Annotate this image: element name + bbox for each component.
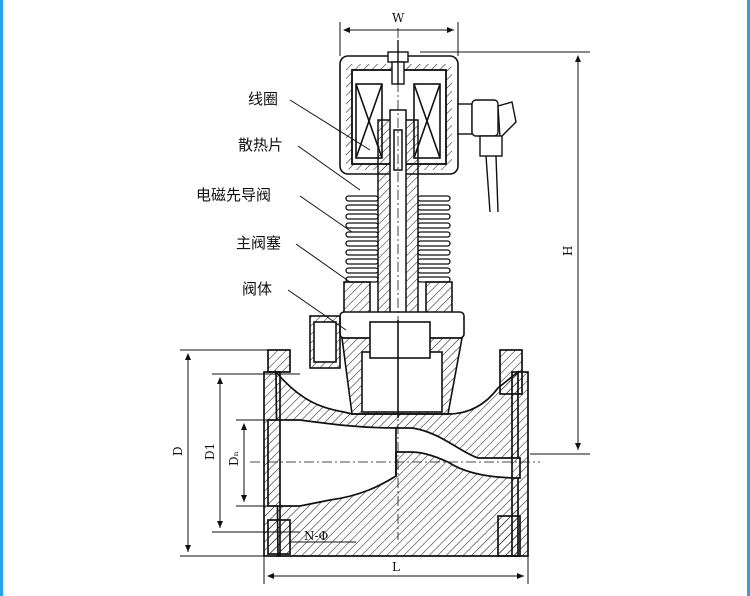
dim-bolt-circle: D1 <box>203 443 217 460</box>
heat-sink-fin <box>345 195 379 202</box>
label-valve-body: 阀体 <box>242 280 272 298</box>
valve-body <box>263 349 529 557</box>
dim-bolt-holes: N-Φ <box>304 529 329 543</box>
dimension-lines <box>180 22 590 584</box>
heat-sink-fin <box>345 267 379 274</box>
label-coil: 线圈 <box>248 90 278 108</box>
cable-connector <box>457 99 517 213</box>
heat-sink-fin <box>417 195 451 202</box>
heat-sink-fin <box>417 240 451 247</box>
heat-sink-fin <box>417 222 451 229</box>
heat-sink-fin <box>345 249 379 256</box>
center-lines <box>250 28 540 540</box>
dim-nominal-bore: Dₙ <box>227 451 241 466</box>
heat-sink-fin <box>345 240 379 247</box>
label-heat-sink: 散热片 <box>238 136 283 154</box>
dim-height: H <box>561 246 575 256</box>
heat-sink-fin <box>417 213 451 220</box>
heat-sink-fin <box>417 204 451 211</box>
label-main-plug: 主阀塞 <box>236 234 281 252</box>
leader-lines <box>287 99 371 331</box>
heat-sink-fin <box>417 258 451 265</box>
dim-flange-outer: D <box>171 446 185 456</box>
heat-sink-fin <box>345 213 379 220</box>
heat-sink-fin <box>417 249 451 256</box>
heat-sink-fin <box>345 204 379 211</box>
heat-sink-fin <box>417 267 451 274</box>
main-valve-plug <box>341 320 463 418</box>
heat-sink-fin <box>345 231 379 238</box>
heat-sink-fin <box>345 258 379 265</box>
heat-sink-fin <box>345 222 379 229</box>
heat-sink-fin <box>417 231 451 238</box>
dim-width: W <box>392 11 405 25</box>
label-pilot-valve: 电磁先导阀 <box>196 186 271 204</box>
dim-length: L <box>392 560 400 574</box>
heat-sink-fins <box>345 195 451 283</box>
